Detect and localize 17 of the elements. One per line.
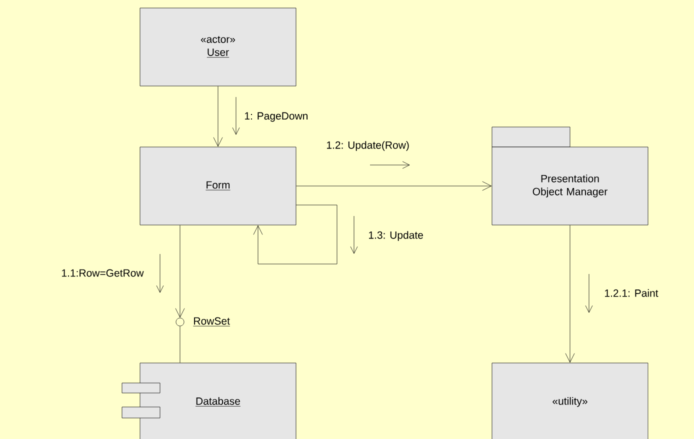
message-link bbox=[253, 204, 338, 264]
edge-label: 1.2: Update(Row) bbox=[327, 141, 409, 151]
message-link bbox=[175, 225, 185, 318]
actor-box: «actor» User bbox=[140, 8, 296, 86]
object-box: «utility» bbox=[492, 362, 648, 439]
edge-label: 1.2.1: Paint bbox=[605, 289, 658, 297]
component-box: Database bbox=[122, 362, 296, 439]
message-link bbox=[296, 181, 492, 191]
package-box: Presentation Object Manager bbox=[492, 126, 648, 226]
object-box: Form bbox=[140, 146, 296, 226]
interface-name: RowSet bbox=[193, 317, 230, 326]
edge-label: 1: PageDown bbox=[245, 112, 308, 122]
message-link bbox=[565, 225, 575, 363]
interface-circle bbox=[176, 318, 184, 326]
edge-label: 1.1:Row=GetRow bbox=[62, 269, 144, 277]
message-link bbox=[213, 86, 223, 147]
edge-label: 1.3: Update bbox=[369, 231, 423, 241]
